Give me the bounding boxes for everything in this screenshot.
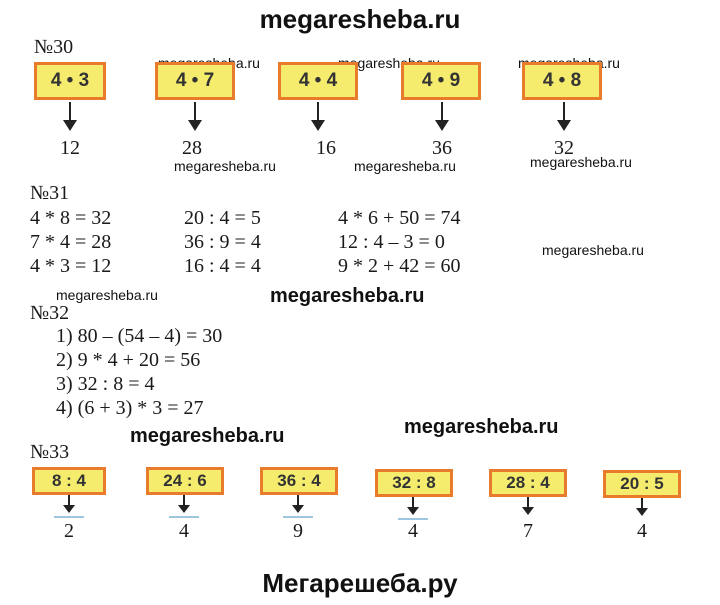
expression-box: 8 : 4 (32, 467, 106, 495)
list-item: 4) (6 + 3) * 3 = 27 (56, 397, 204, 419)
arrow-down-icon (407, 497, 419, 515)
expression-box: 24 : 6 (146, 467, 224, 495)
watermark-bold: megaresheba.ru (130, 425, 285, 447)
watermark: megaresheba.ru (530, 154, 632, 170)
site-footer-title: Мегарешеба.ру (262, 568, 458, 598)
watermark: megaresheba.ru (174, 158, 276, 174)
answer-underline (169, 516, 199, 518)
watermark: megaresheba.ru (542, 242, 644, 258)
expression-box: 4 • 9 (401, 62, 481, 100)
list-item: 2) 9 * 4 + 20 = 56 (56, 349, 201, 371)
site-title: megaresheba.ru (259, 4, 461, 34)
equation: 12 : 4 – 3 = 0 (338, 231, 445, 253)
equation: 4 * 8 = 32 (30, 207, 112, 229)
arrow-down-icon (557, 102, 571, 131)
arrow-down-icon (636, 498, 648, 516)
expression-box: 20 : 5 (603, 470, 681, 498)
task-31-column-1: 4 * 8 = 32 7 * 4 = 28 4 * 3 = 12 (30, 206, 111, 278)
expression-box: 32 : 8 (375, 469, 453, 497)
equation: 4 * 6 + 50 = 74 (338, 207, 461, 229)
task-30-label: №30 (34, 36, 74, 58)
task-31-label: №31 (30, 182, 70, 204)
arrow-down-icon (311, 102, 325, 131)
answer: 4 (408, 520, 418, 542)
equation: 9 * 2 + 42 = 60 (338, 255, 461, 277)
equation: 4 * 3 = 12 (30, 255, 112, 277)
equation: 36 : 9 = 4 (184, 231, 261, 253)
answer: 32 (554, 137, 574, 159)
arrow-down-icon (292, 495, 304, 513)
watermark-bold: megaresheba.ru (404, 416, 559, 438)
task-31-column-2: 20 : 4 = 5 36 : 9 = 4 16 : 4 = 4 (184, 206, 261, 278)
watermark: megaresheba.ru (56, 287, 158, 303)
expression-box: 4 • 3 (34, 62, 106, 100)
expression-box: 4 • 7 (155, 62, 235, 100)
expression-box: 28 : 4 (489, 469, 567, 497)
arrow-down-icon (188, 102, 202, 131)
list-item: 1) 80 – (54 – 4) = 30 (56, 325, 223, 347)
task-32-list: 1) 80 – (54 – 4) = 30 2) 9 * 4 + 20 = 56… (56, 324, 222, 420)
expression-box: 36 : 4 (260, 467, 338, 495)
answer: 7 (523, 520, 533, 542)
answer: 4 (179, 520, 189, 542)
answer: 12 (60, 137, 80, 159)
answer: 2 (64, 520, 74, 542)
watermark: megaresheba.ru (354, 158, 456, 174)
task-32-label: №32 (30, 302, 70, 324)
answer: 9 (293, 520, 303, 542)
answer: 28 (182, 137, 202, 159)
expression-box: 4 • 4 (278, 62, 358, 100)
expression-box: 4 • 8 (522, 62, 602, 100)
arrow-down-icon (435, 102, 449, 131)
answer-underline (283, 516, 313, 518)
answer-underline (398, 518, 428, 520)
equation: 16 : 4 = 4 (184, 255, 261, 277)
watermark-bold: megaresheba.ru (270, 285, 425, 307)
answer: 36 (432, 137, 452, 159)
list-item: 3) 32 : 8 = 4 (56, 373, 155, 395)
arrow-down-icon (63, 102, 77, 131)
task-33-label: №33 (30, 441, 70, 463)
task-31-column-3: 4 * 6 + 50 = 74 12 : 4 – 3 = 0 9 * 2 + 4… (338, 206, 461, 278)
answer-underline (54, 516, 84, 518)
equation: 20 : 4 = 5 (184, 207, 261, 229)
answer: 16 (316, 137, 336, 159)
equation: 7 * 4 = 28 (30, 231, 112, 253)
arrow-down-icon (522, 497, 534, 515)
arrow-down-icon (63, 495, 75, 513)
answer: 4 (637, 520, 647, 542)
arrow-down-icon (178, 495, 190, 513)
